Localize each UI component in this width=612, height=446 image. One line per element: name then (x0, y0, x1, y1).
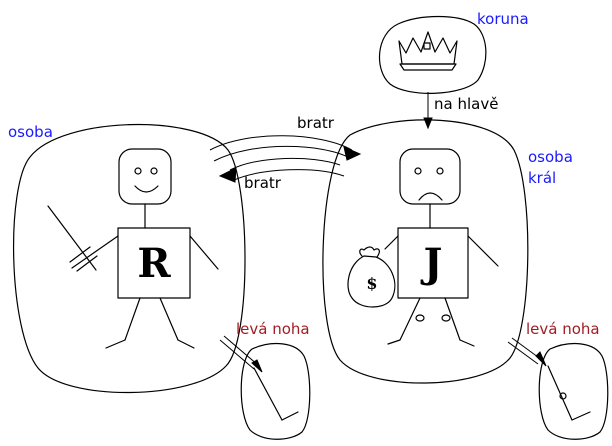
richard-head (118, 148, 172, 205)
brother-bottom-label: bratr (244, 174, 282, 192)
john-type-label-2: král (528, 169, 556, 187)
crown-node-outline (378, 15, 487, 94)
money-bag-symbol: $ (366, 274, 377, 293)
john-leg-node (538, 342, 609, 440)
on-head-arrow (423, 92, 433, 130)
richard-node-outline (12, 124, 246, 394)
richard-leg-link (219, 335, 263, 373)
richard-leg-label: levá noha (236, 320, 310, 338)
john-letter: J (421, 240, 443, 287)
frown-mouth (418, 192, 443, 201)
john-body (397, 227, 469, 299)
richard-leg-node (240, 342, 311, 440)
money-bag-icon: $ (347, 246, 396, 308)
john-head (399, 148, 461, 205)
richard-leg-icon (253, 367, 299, 421)
john-leg-link (507, 337, 547, 367)
richard-figure: R (47, 148, 219, 349)
on-head-label: na hlavě (434, 95, 498, 113)
john-figure: J $ (347, 148, 499, 347)
sword-icon (47, 205, 98, 272)
john-leg-label: levá noha (526, 320, 600, 338)
crown-node (378, 15, 487, 94)
crown-label: koruna (477, 10, 529, 28)
brother-arrow-bottom (218, 157, 345, 183)
brother-top-label: bratr (297, 114, 335, 132)
john-node-outline (322, 119, 529, 384)
john-type-label-1: osoba (528, 148, 573, 166)
john-leg-icon (547, 365, 591, 421)
crown-icon (398, 31, 458, 71)
richard-letter: R (137, 240, 171, 287)
smile-mouth (134, 185, 159, 193)
richard-type-label: osoba (8, 123, 53, 141)
richard-body (117, 227, 191, 299)
